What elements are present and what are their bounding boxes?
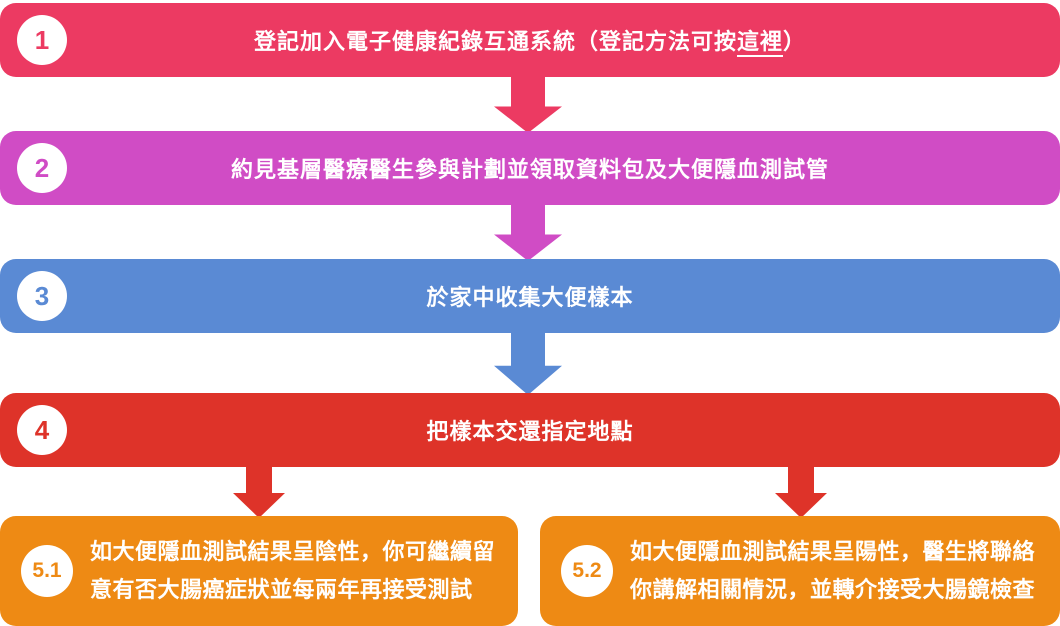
step2-number-badge: 2 xyxy=(17,143,67,193)
arrow-down-step4-to-step5-2-icon xyxy=(775,466,827,518)
arrow-shape xyxy=(494,76,562,133)
step4-bar: 4 把樣本交還指定地點 xyxy=(0,393,1060,467)
step2-text: 約見基層醫療醫生參與計劃並領取資料包及大便隱血測試管 xyxy=(230,157,829,182)
arrow-shape xyxy=(775,466,827,518)
arrow-shape xyxy=(233,466,285,518)
arrow-down-step3-to-step4-icon xyxy=(494,332,562,395)
step4-text: 把樣本交還指定地點 xyxy=(426,419,634,444)
step5-2-text: 如大便隱血測試結果呈陽性，醫生將聯絡 你講解相關情況，並轉介接受大腸鏡檢查 xyxy=(630,533,1035,609)
arrow-shape xyxy=(494,332,562,395)
step5-2-number-badge: 5.2 xyxy=(561,545,613,597)
step5-1-text-line1: 如大便隱血測試結果呈陰性，你可繼續留 xyxy=(90,539,496,564)
step1-number: 1 xyxy=(34,24,50,55)
step3-bar: 3 於家中收集大便樣本 xyxy=(0,259,1060,333)
step2-bar: 2 約見基層醫療醫生參與計劃並領取資料包及大便隱血測試管 xyxy=(0,131,1060,205)
step3-number: 3 xyxy=(34,280,50,311)
step5-2-text-line1: 如大便隱血測試結果呈陽性，醫生將聯絡 xyxy=(630,539,1036,564)
step3-number-badge: 3 xyxy=(17,271,67,321)
step5-1-box: 5.1 如大便隱血測試結果呈陰性，你可繼續留 意有否大腸癌症狀並每兩年再接受測試 xyxy=(0,516,518,626)
arrow-shape xyxy=(494,204,562,261)
step1-bar: 1 登記加入電子健康紀錄互通系統（登記方法可按這裡） xyxy=(0,3,1060,77)
step1-text-before-link: 登記加入電子健康紀錄互通系統（登記方法可按 xyxy=(253,29,737,54)
step1-number-badge: 1 xyxy=(17,15,67,65)
arrow-down-step2-to-step3-icon xyxy=(494,204,562,261)
step5-2-number: 5.2 xyxy=(572,559,602,582)
step5-2-box: 5.2 如大便隱血測試結果呈陽性，醫生將聯絡 你講解相關情況，並轉介接受大腸鏡檢… xyxy=(540,516,1060,626)
step1-text: 登記加入電子健康紀錄互通系統（登記方法可按這裡） xyxy=(254,24,806,56)
step5-1-number-badge: 5.1 xyxy=(21,545,73,597)
step5-1-number: 5.1 xyxy=(32,559,62,582)
arrow-down-step1-to-step2-icon xyxy=(494,76,562,133)
step1-text-after-link: ） xyxy=(783,29,807,54)
step5-1-text-line2: 意有否大腸癌症狀並每兩年再接受測試 xyxy=(90,577,473,602)
step5-2-text-line2: 你講解相關情況，並轉介接受大腸鏡檢查 xyxy=(630,577,1036,602)
step2-number: 2 xyxy=(34,152,50,183)
step5-1-text: 如大便隱血測試結果呈陰性，你可繼續留 意有否大腸癌症狀並每兩年再接受測試 xyxy=(90,533,495,609)
arrow-down-step4-to-step5-1-icon xyxy=(233,466,285,518)
step1-here-link[interactable]: 這裡 xyxy=(736,29,783,54)
step4-number-badge: 4 xyxy=(17,405,67,455)
step4-number: 4 xyxy=(34,414,50,445)
step3-text: 於家中收集大便樣本 xyxy=(426,285,634,310)
